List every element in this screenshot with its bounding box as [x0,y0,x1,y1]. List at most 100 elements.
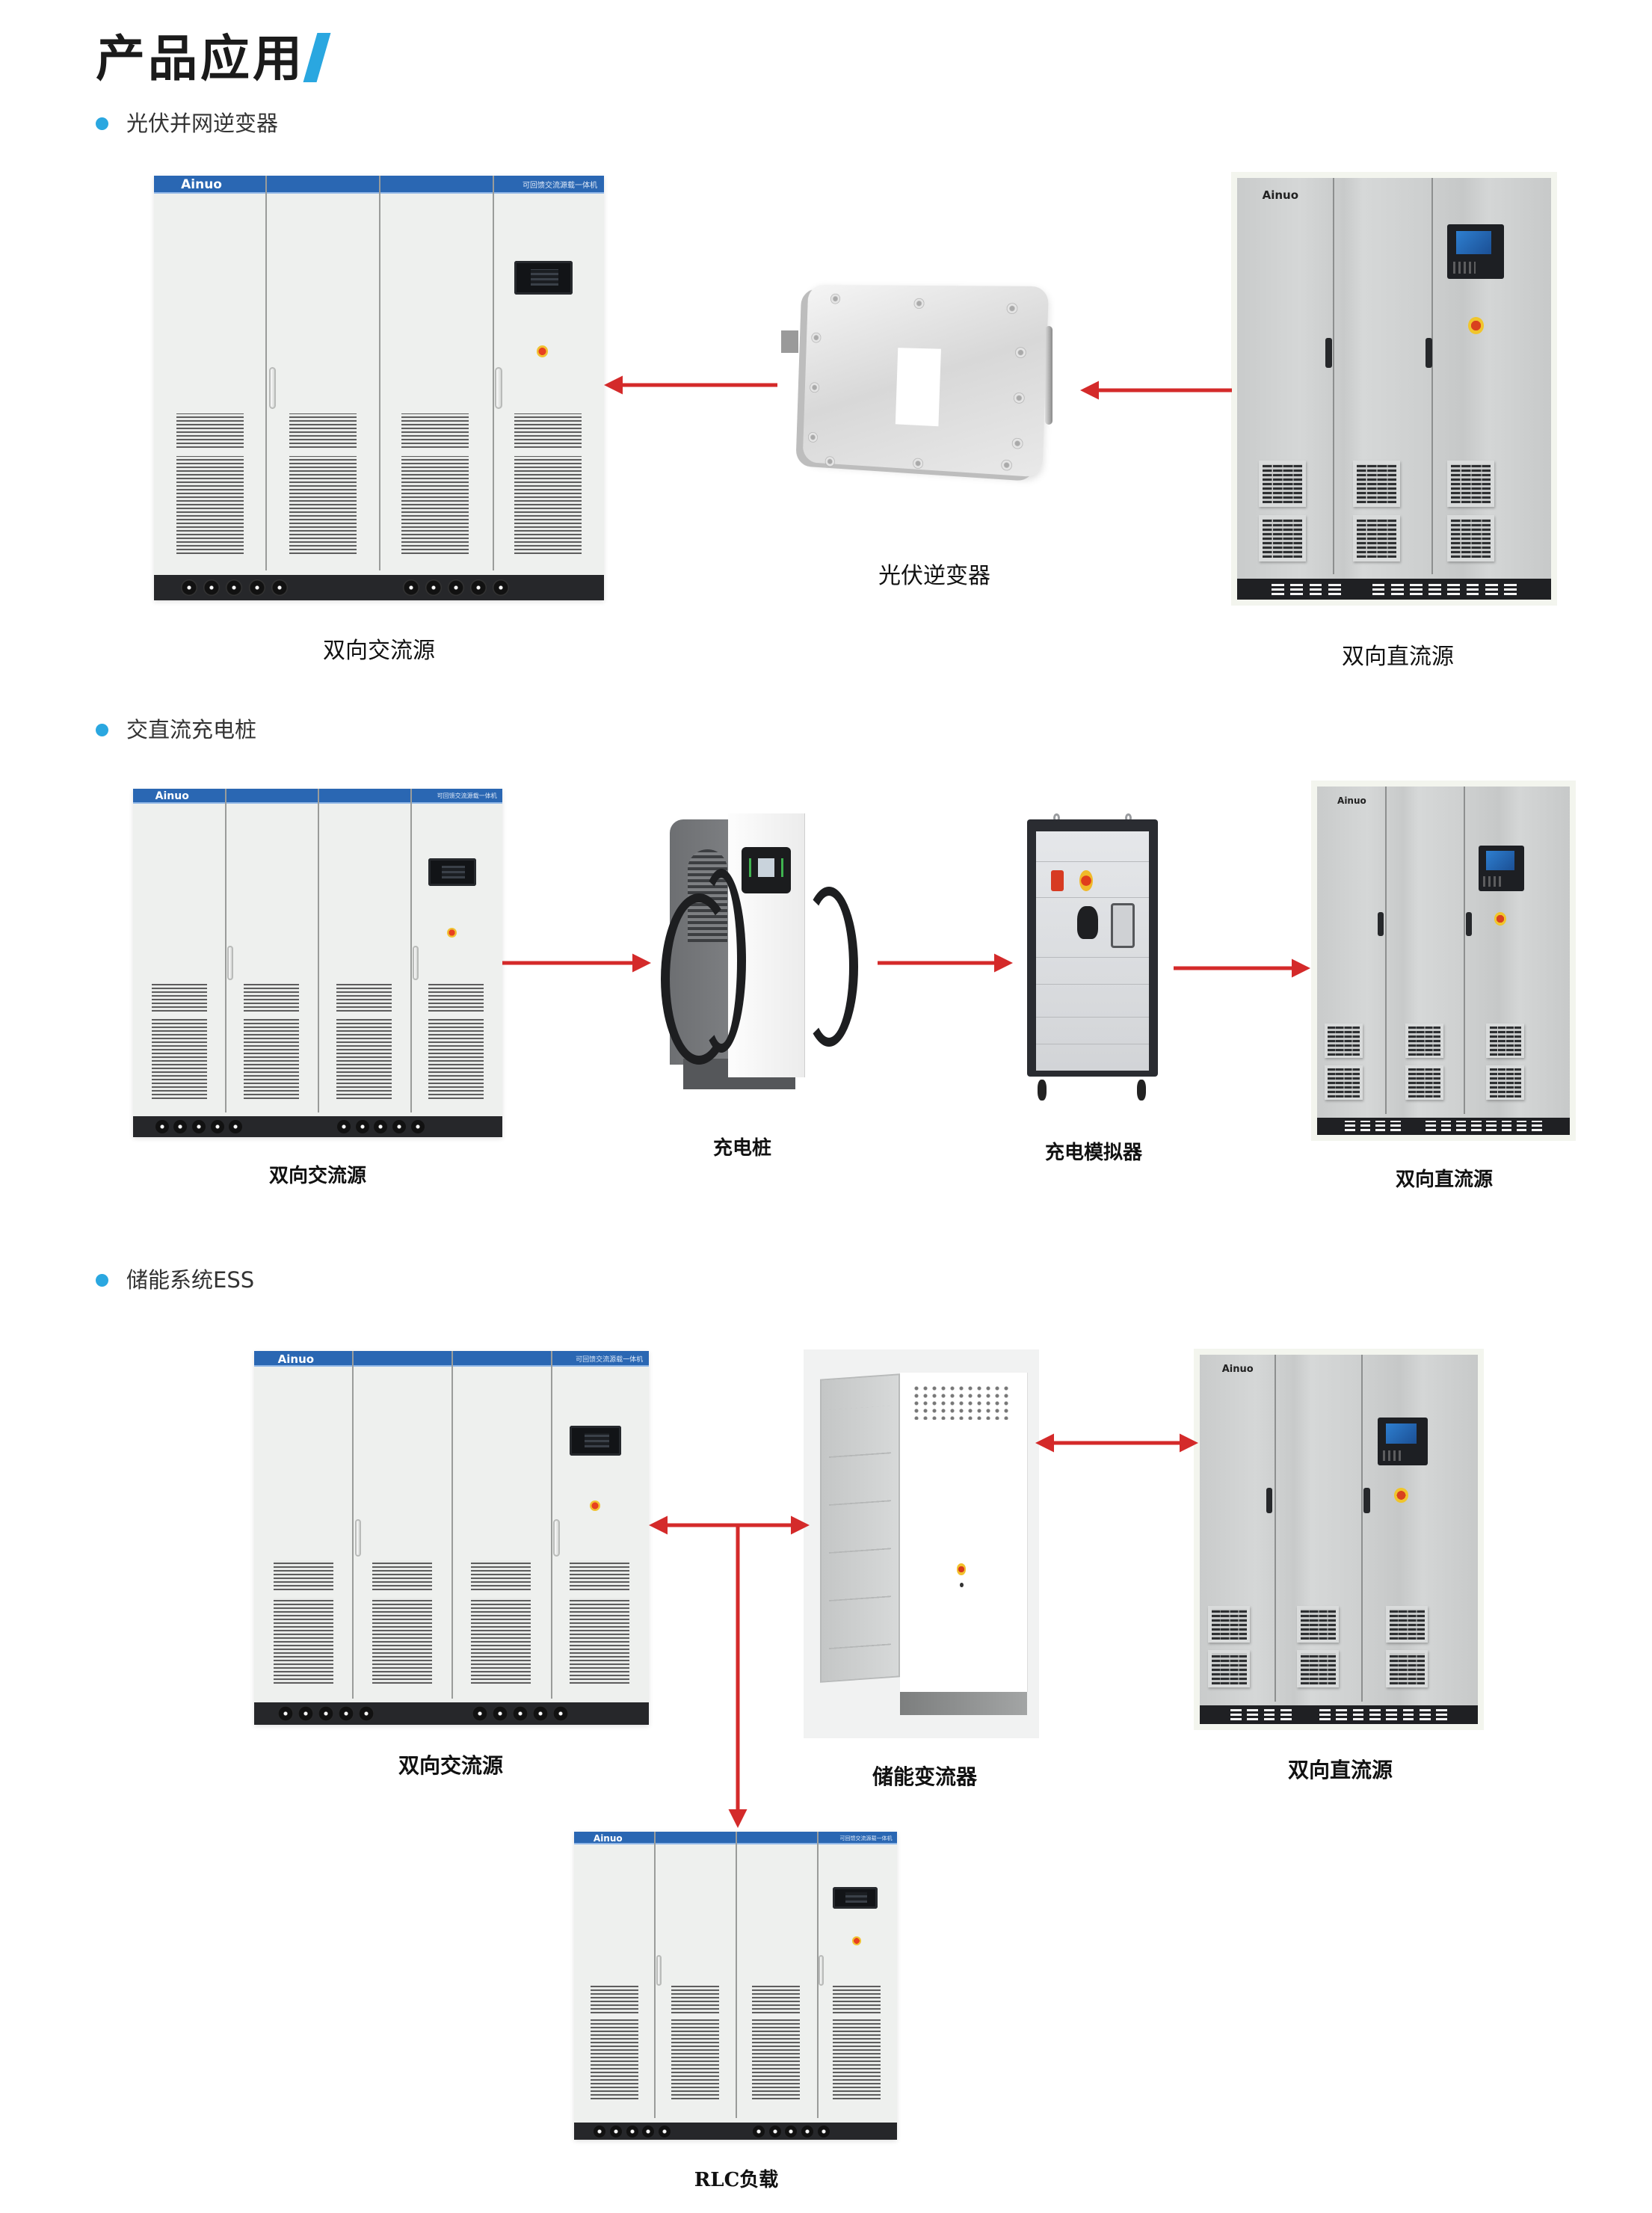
hmi-screen [570,1426,622,1456]
dc-cabinet-image: Ainuo [1317,787,1570,1135]
model-label: 可回馈交流源载一体机 [522,182,597,191]
dc-cabinet-image: Ainuo [1200,1355,1478,1724]
section-heading-text: 交直流充电桩 [126,717,257,742]
door-seam [224,789,226,1113]
model-label: 可回馈交流源载一体机 [576,1356,644,1364]
converter-front-panel [900,1373,1028,1692]
caption-rlc-load: RLC负载 [694,2169,779,2191]
hmi-screen [832,1887,878,1909]
dc-cabinet-image: Ainuo [1237,178,1551,600]
vent-grille [176,413,244,448]
brand-logo: Ainuo [155,790,189,802]
emergency-stop-icon [1494,911,1507,926]
vent-grille [1447,460,1495,507]
door-seam [816,1832,819,2119]
brand-logo: Ainuo [277,1352,315,1366]
door-seam [654,1832,656,2119]
bullet-dot-icon [96,1273,108,1287]
emergency-stop-icon [1394,1487,1408,1503]
door-handle [553,1519,560,1557]
vent-grille [1447,515,1495,562]
inverter-handle [1044,326,1052,425]
model-label: 可回馈交流源载一体机 [839,1835,893,1841]
page-title: 产品应用 [96,30,305,87]
door-handle [819,1954,825,1986]
rack-panel [1036,831,1149,1071]
door-seam [318,789,319,1113]
cabinet-base [154,574,604,600]
brand-logo: Ainuo [1262,188,1299,203]
ev-charger-image [652,813,876,1120]
hmi-touchscreen [1447,224,1504,280]
door-handle [413,945,419,981]
door-handle [1266,1487,1273,1514]
pv-inverter-image [781,277,1073,501]
vent-grille [289,413,357,448]
rlc-load-cabinet-image: Ainuo 可回馈交流源载一体机 [574,1832,897,2140]
brand-logo: Ainuo [1221,1364,1254,1376]
ac-cabinet-image: Ainuo 可回馈交流源载一体机 [133,789,502,1137]
vent-grille [1259,460,1307,507]
caption-storage-converter: 储能变流器 [872,1764,978,1789]
door-handle [1363,1487,1370,1514]
door-seam [551,1351,553,1699]
door-handle [495,366,502,410]
vent-grille [401,413,469,448]
mount-bracket [781,330,799,353]
caption-bidirectional-dc-source: 双向直流源 [1287,1758,1393,1782]
title-slash-accent [303,33,331,82]
door-seam [265,176,268,571]
door-seam [1431,178,1434,575]
emergency-stop-icon [1467,317,1484,334]
charging-connector [1076,906,1098,939]
emergency-stop-icon [589,1501,600,1511]
caption-bidirectional-ac-source: 双向交流源 [323,638,435,664]
door-handle [354,1519,362,1557]
door-seam [410,789,413,1113]
emergency-stop-icon [536,345,549,358]
storage-converter-image [804,1349,1039,1738]
inverter-body [803,284,1050,478]
door-handle [226,945,233,981]
door-handle [1466,911,1472,937]
converter-base [900,1691,1028,1715]
door-seam [1360,1355,1363,1702]
emergency-stop-icon [851,1936,861,1946]
door-seam [451,1351,453,1699]
caption-bidirectional-dc-source: 双向直流源 [1342,644,1454,670]
door-handle [656,1954,662,1986]
converter-side-panel [820,1373,901,1683]
main-switch [1050,870,1064,891]
hmi-screen [514,260,573,295]
charging-cable [800,887,858,1047]
ac-cabinet-image: Ainuo 可回馈交流源载一体机 [154,176,604,600]
charger-display [742,847,791,893]
caster-wheel [1137,1080,1147,1101]
socket-box [1111,903,1135,948]
indicator-knob [960,1583,964,1588]
inverter-window [896,347,942,427]
brand-logo: Ainuo [1337,795,1366,806]
vent-grille [289,455,357,554]
hmi-screen [428,858,477,887]
door-seam [1385,787,1387,1115]
caption-charging-pile: 充电桩 [712,1137,772,1160]
door-seam [1464,787,1466,1115]
door-seam [492,176,494,571]
door-seam [351,1351,354,1699]
door-handle [268,366,277,410]
caption-charging-simulator: 充电模拟器 [1044,1142,1143,1164]
caster-wheel [1038,1080,1047,1101]
vent-grille [1259,515,1307,562]
vent-grille [514,455,582,554]
cabinet-base [1237,578,1551,600]
door-seam [379,176,380,571]
door-seam [1275,1355,1277,1702]
vent-grille [176,455,244,554]
caption-pv-inverter: 光伏逆变器 [878,563,990,589]
brand-logo: Ainuo [181,176,222,192]
section-heading-text: 光伏并网逆变器 [126,111,279,136]
converter-top-vent [911,1384,1011,1420]
caption-bidirectional-dc-source: 双向直流源 [1395,1169,1494,1191]
section-heading-text: 储能系统ESS [126,1267,255,1293]
